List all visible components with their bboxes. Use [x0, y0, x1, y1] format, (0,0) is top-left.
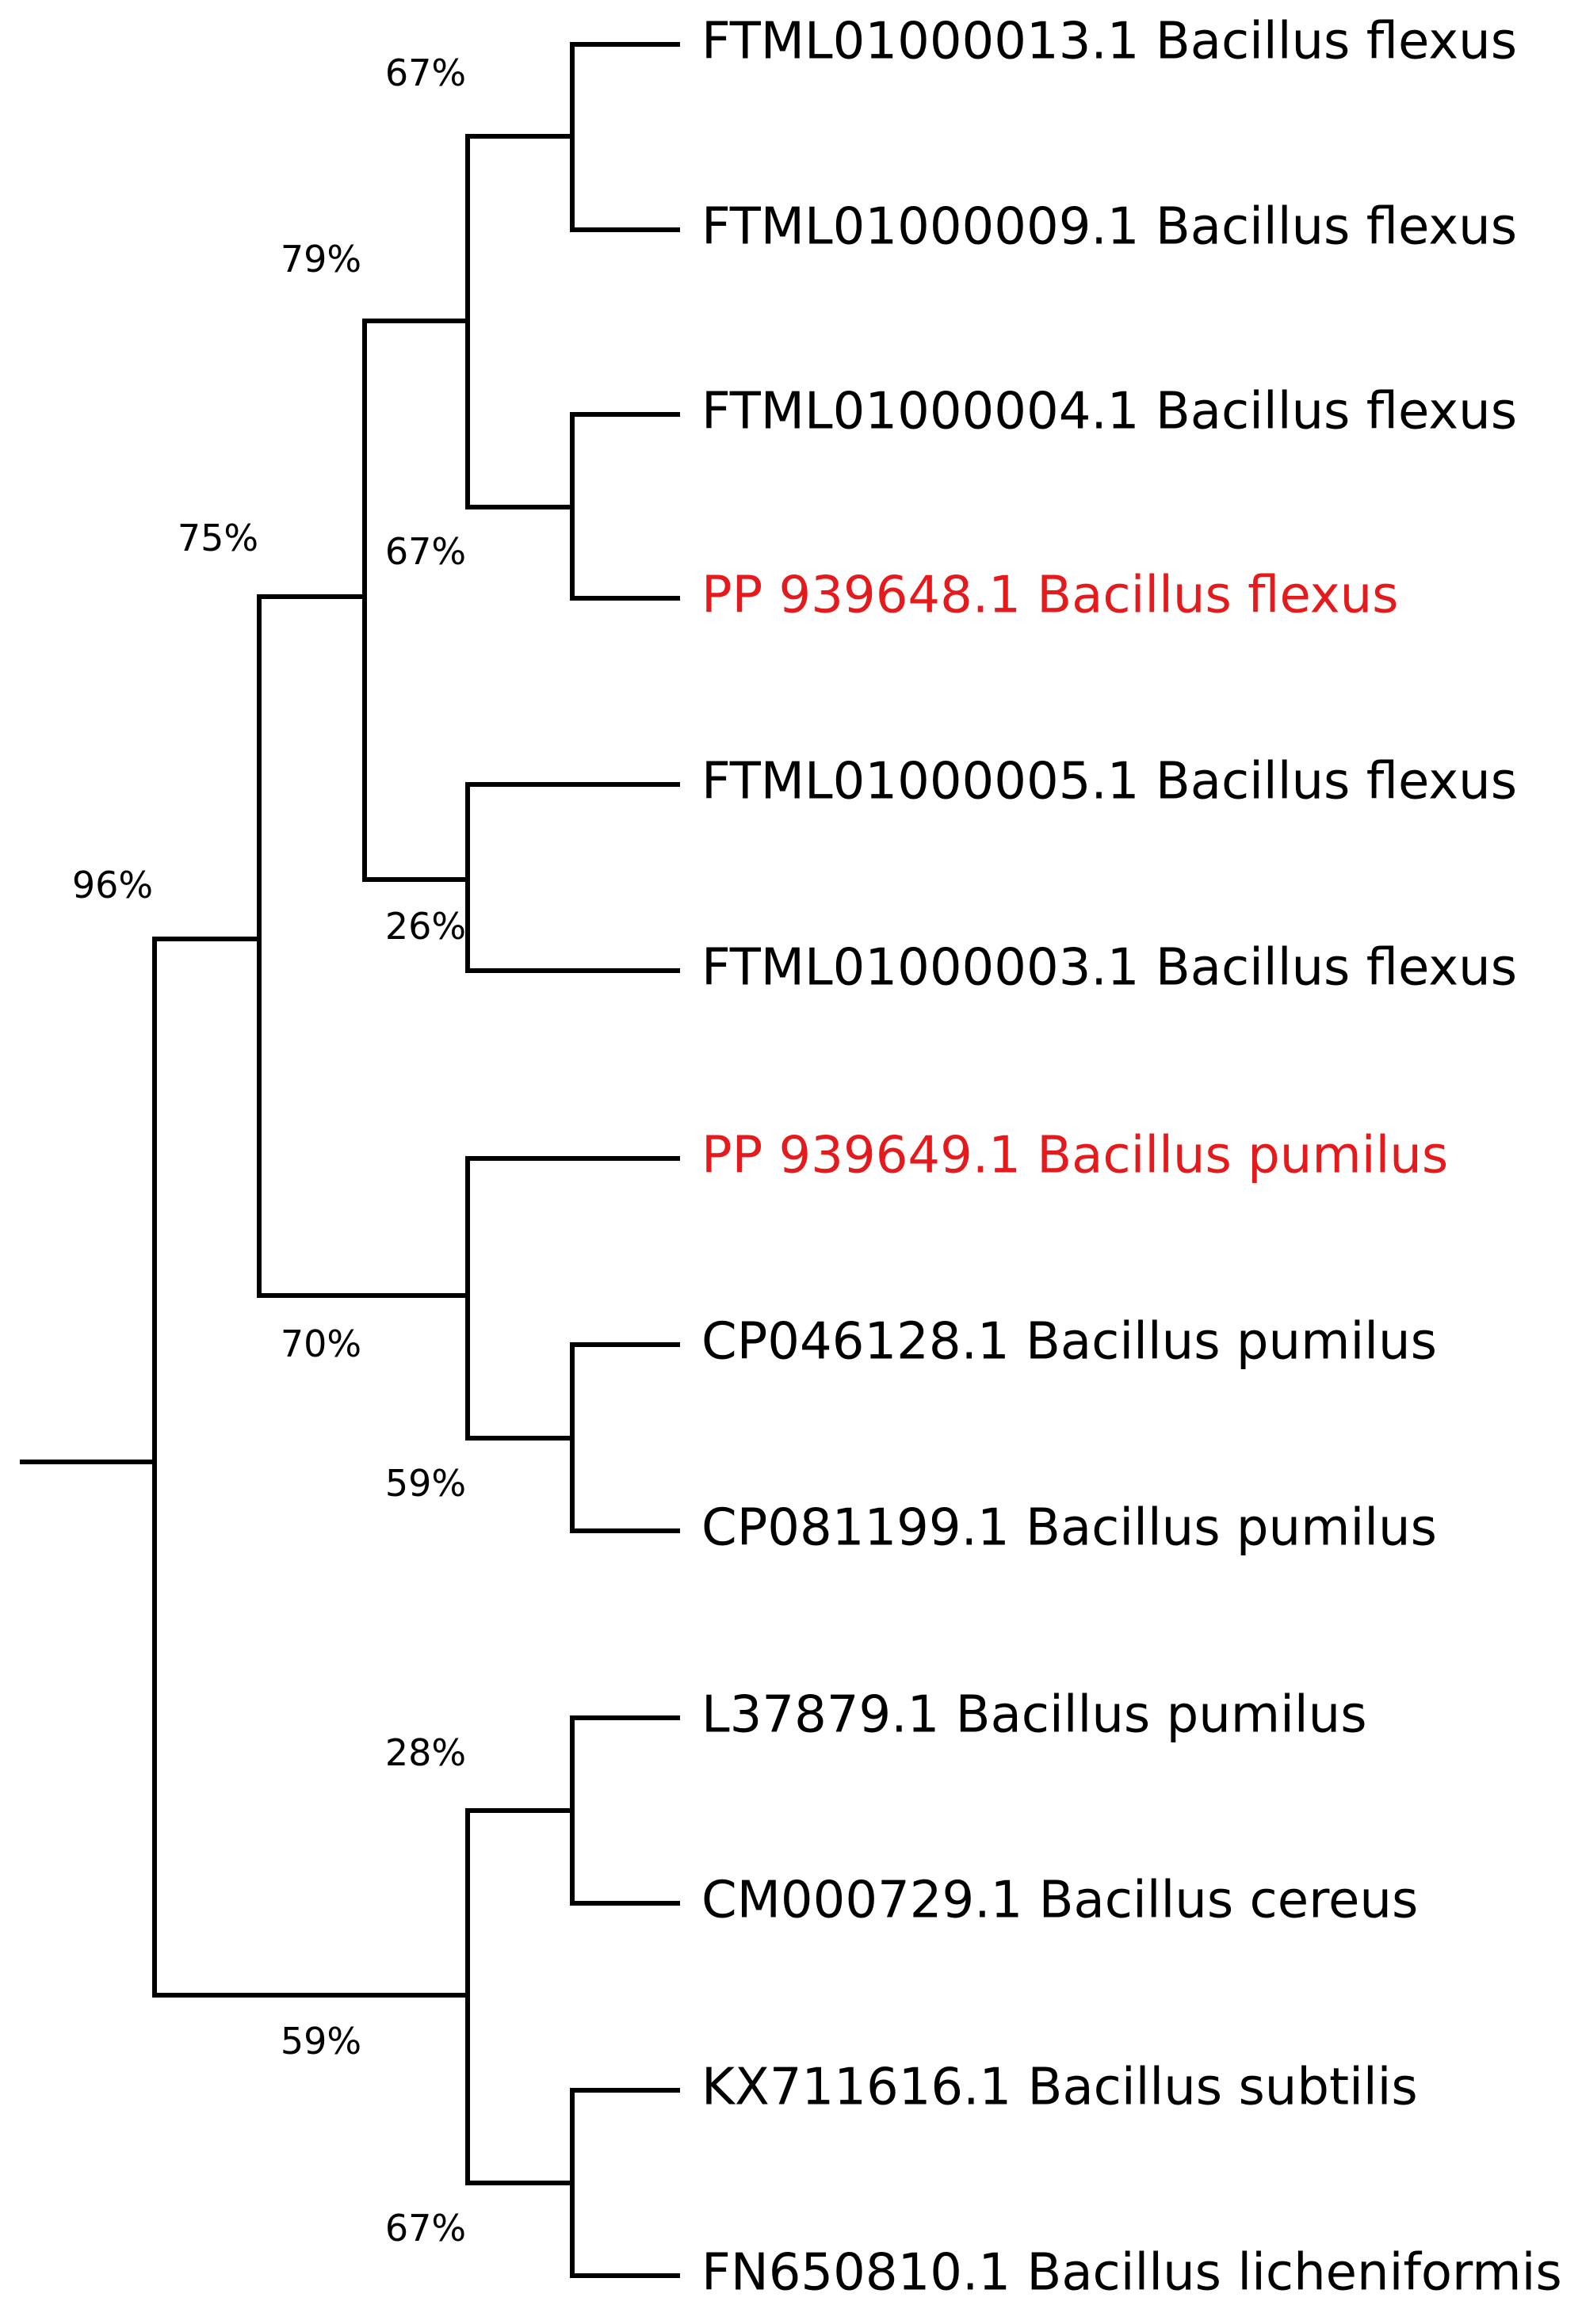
leaf-label: FTML01000013.1 Bacillus flexus [701, 13, 1517, 71]
leaf-label: FTML01000005.1 Bacillus flexus [701, 753, 1517, 811]
support-values: 67% 79% 67% 75% 26% 96% 70% 59% 28% 59% 67% [72, 52, 466, 2250]
bootstrap-value: 26% [385, 905, 466, 948]
leaf-label: CP046128.1 Bacillus pumilus [701, 1313, 1437, 1372]
leaf-label: FTML01000009.1 Bacillus flexus [701, 198, 1517, 257]
leaf-label: L37879.1 Bacillus pumilus [701, 1686, 1367, 1745]
leaf-label: FTML01000003.1 Bacillus flexus [701, 939, 1517, 998]
leaf-labels: FTML01000013.1 Bacillus flexusFTML010000… [701, 13, 1562, 2303]
tree-branches [20, 42, 680, 2278]
leaf-label-highlighted: PP 939649.1 Bacillus pumilus [701, 1127, 1448, 1185]
leaf-label-highlighted: PP 939648.1 Bacillus flexus [701, 567, 1399, 625]
bootstrap-value: 67% [385, 52, 466, 94]
bootstrap-value: 67% [385, 2207, 466, 2250]
bootstrap-value: 70% [281, 1322, 361, 1365]
leaf-label: FN650810.1 Bacillus licheniformis [701, 2244, 1562, 2303]
bootstrap-value: 28% [385, 1731, 466, 1774]
bootstrap-value: 96% [72, 864, 153, 906]
bootstrap-value: 79% [281, 238, 361, 280]
bootstrap-value: 59% [281, 2020, 361, 2063]
bootstrap-value: 75% [178, 517, 258, 559]
bootstrap-value: 67% [385, 530, 466, 573]
bootstrap-value: 59% [385, 1462, 466, 1505]
leaf-label: FTML01000004.1 Bacillus flexus [701, 383, 1517, 441]
leaf-label: CP081199.1 Bacillus pumilus [701, 1499, 1437, 1558]
leaf-label: CM000729.1 Bacillus cereus [701, 1872, 1418, 1930]
leaf-label: KX711616.1 Bacillus subtilis [701, 2059, 1418, 2117]
